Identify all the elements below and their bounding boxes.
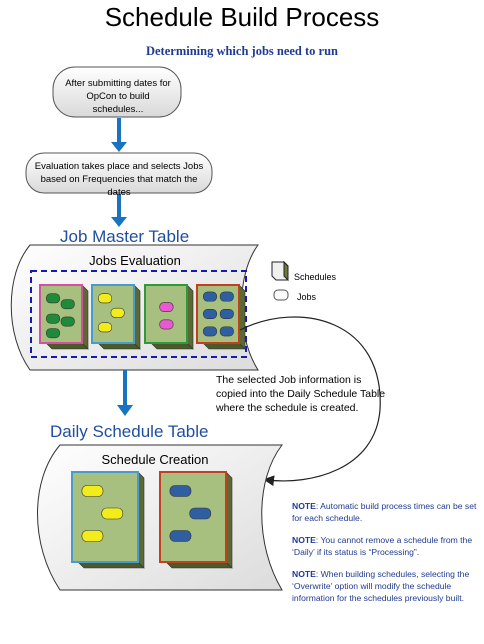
job-master-schedules — [39, 284, 246, 350]
job-master-schedule-3-job-1 — [159, 302, 174, 312]
daily-schedule-2-job-1 — [169, 485, 192, 497]
job-master-schedule-4-job-4 — [219, 309, 234, 319]
job-master-schedule-2-job-2 — [110, 307, 125, 318]
job-master-schedule-1-job-4 — [60, 316, 75, 327]
daily-schedule-title: Daily Schedule Table — [50, 422, 209, 441]
note-2: NOTE: You cannot remove a schedule from … — [292, 534, 482, 558]
step-box-2 — [25, 152, 213, 194]
step-1-text: After submitting dates for OpCon to buil… — [65, 78, 171, 115]
daily-schedule-2 — [159, 471, 233, 569]
job-master-schedule-4-job-3 — [203, 309, 218, 319]
daily-schedules — [71, 471, 233, 569]
page-title: Schedule Build Process — [104, 2, 380, 32]
note-1-label: NOTE — [292, 501, 316, 511]
job-master-schedule-1-job-2 — [60, 299, 75, 310]
job-master-schedule-4 — [196, 284, 246, 350]
job-master-schedule-1 — [39, 284, 89, 350]
legend-jobs-label: Jobs — [297, 292, 317, 302]
daily-schedule-1 — [71, 471, 145, 569]
job-master-schedule-2 — [91, 284, 141, 350]
job-master-schedule-4-job-6 — [219, 326, 234, 337]
callout-text: The selected Job information is copied i… — [216, 374, 386, 414]
daily-schedule-2-job-3 — [169, 530, 192, 542]
arrow-head-3 — [117, 405, 133, 416]
job-master-schedule-4-job-1 — [203, 291, 218, 302]
job-master-schedule-1-job-3 — [45, 313, 61, 324]
note-3: NOTE: When building schedules, selecting… — [292, 568, 482, 604]
job-master-schedule-4-job-2 — [219, 291, 234, 302]
job-master-schedule-2-job-3 — [98, 322, 113, 333]
job-master-schedule-1-job-1 — [45, 293, 61, 304]
note-2-text: : You cannot remove a schedule from the … — [292, 535, 473, 557]
job-master-schedule-2-job-1 — [98, 293, 113, 304]
step-box-1 — [52, 66, 182, 118]
daily-schedule-1-job-1 — [81, 485, 104, 497]
job-master-schedule-1-job-5 — [45, 328, 61, 339]
callout-curve-arrow — [239, 316, 381, 487]
note-2-label: NOTE — [292, 535, 316, 545]
notes-panel: NOTE: Automatic build process times can … — [292, 500, 482, 614]
arrow-head-2 — [111, 217, 127, 227]
daily-schedule-2-job-2 — [189, 507, 212, 520]
daily-schedule-1-job-2 — [101, 507, 124, 520]
legend-schedules-label: Schedules — [294, 272, 337, 282]
daily-schedule-1-job-3 — [81, 530, 104, 542]
note-3-label: NOTE — [292, 569, 316, 579]
job-master-schedule-4-job-5 — [203, 326, 218, 337]
legend-job-icon — [273, 289, 289, 301]
note-1-text: : Automatic build process times can be s… — [292, 501, 477, 523]
schedule-creation-title: Schedule Creation — [101, 452, 209, 467]
job-master-schedule-3 — [144, 284, 194, 350]
arrow-head-1 — [111, 142, 127, 152]
note-1: NOTE: Automatic build process times can … — [292, 500, 482, 524]
jobs-evaluation-title: Jobs Evaluation — [89, 253, 181, 268]
step-2-text: Evaluation takes place and selects Jobs … — [34, 161, 204, 198]
note-3-text: : When building schedules, selecting the… — [292, 569, 470, 603]
job-master-title: Job Master Table — [60, 227, 190, 246]
job-master-schedule-3-job-2 — [159, 319, 174, 330]
legend — [271, 260, 289, 301]
page-subtitle: Determining which jobs need to run — [145, 44, 339, 58]
